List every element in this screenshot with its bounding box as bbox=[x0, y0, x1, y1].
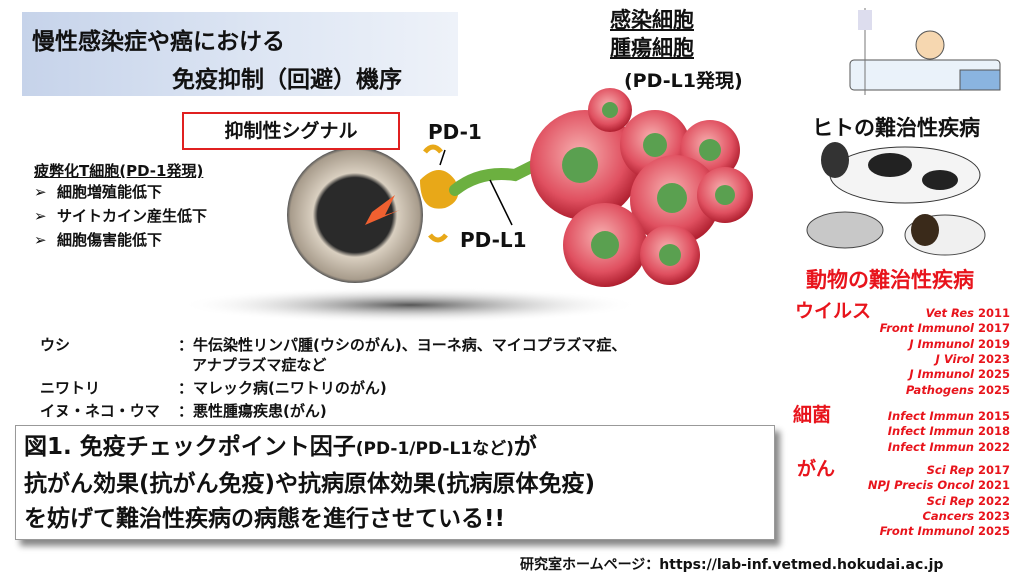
citation: J Virol 2023 bbox=[936, 352, 1010, 366]
conclusion-text: 図1. 免疫チェックポイント因子 bbox=[24, 434, 356, 460]
pdl1-label: PD-L1 bbox=[460, 228, 527, 252]
citation-year: 2025 bbox=[977, 367, 1010, 382]
animal-name: ニワトリ bbox=[40, 379, 101, 397]
journal-name: J Virol bbox=[935, 351, 974, 366]
citation-year: 2017 bbox=[977, 321, 1010, 336]
pdl1-ligand bbox=[449, 159, 541, 196]
citation-year: 2022 bbox=[977, 439, 1010, 454]
category-bacteria: 細菌 bbox=[793, 404, 832, 426]
infected-line-1: 感染細胞 bbox=[610, 8, 694, 32]
animal-disease: アナプラズマ症など bbox=[192, 356, 327, 374]
inhibitory-signal-label: 抑制性シグナル bbox=[182, 112, 400, 150]
citation: Sci Rep 2022 bbox=[927, 494, 1010, 508]
title-line-1: 慢性感染症や癌における bbox=[32, 29, 285, 55]
patient-in-bed-illustration bbox=[849, 8, 1001, 95]
category-cancer: がん bbox=[797, 458, 836, 480]
animal-disease-label: 動物の難治性疾病 bbox=[806, 268, 974, 292]
citation: Cancers 2023 bbox=[922, 509, 1010, 523]
journal-name: Front Immunol bbox=[879, 524, 974, 539]
citation-year: 2023 bbox=[977, 508, 1010, 523]
citation: Sci Rep 2017 bbox=[927, 463, 1010, 477]
animal-name: ウシ bbox=[40, 336, 71, 354]
shadow bbox=[180, 287, 640, 323]
citation-year: 2021 bbox=[977, 478, 1010, 493]
citation-year: 2015 bbox=[977, 409, 1010, 423]
journal-name: Infect Immun bbox=[887, 409, 974, 423]
conclusion-box: 図1. 免疫チェックポイント因子(PD-1/PD-L1など)が 抗がん効果(抗が… bbox=[15, 425, 775, 540]
journal-name: Front Immunol bbox=[879, 321, 974, 336]
arrow-bullet-icon: ➢ bbox=[34, 207, 47, 225]
citation: J Immunol 2019 bbox=[909, 337, 1010, 351]
citation-year: 2025 bbox=[977, 382, 1010, 397]
arrow-bullet-icon: ➢ bbox=[34, 183, 47, 201]
animal-disease: ：牛伝染性リンパ腫(ウシのがん)、ヨーネ病、マイコプラズマ症、 bbox=[178, 336, 627, 354]
bullet-item: ➢ 細胞増殖能低下 bbox=[34, 183, 163, 201]
journal-name: Infect Immun bbox=[887, 424, 974, 439]
category-virus: ウイルス bbox=[795, 300, 872, 322]
citation: NPJ Precis Oncol 2021 bbox=[868, 478, 1010, 492]
citation: Infect Immun 2015 bbox=[888, 409, 1010, 423]
conclusion-text: が bbox=[513, 434, 537, 460]
citation-year: 2017 bbox=[977, 463, 1010, 477]
human-disease-label: ヒトの難治性疾病 bbox=[812, 116, 980, 140]
citation: Front Immunol 2025 bbox=[880, 524, 1010, 538]
journal-name: J Immunol bbox=[909, 367, 974, 382]
journal-name: Pathogens bbox=[905, 382, 974, 397]
tumor-cell-cluster bbox=[530, 88, 753, 287]
journal-name: Vet Res bbox=[925, 306, 974, 320]
citation-year: 2023 bbox=[977, 351, 1010, 366]
infected-cell-label: 感染細胞 腫瘍細胞 bbox=[610, 6, 694, 62]
citation: Front Immunol 2017 bbox=[880, 321, 1010, 335]
citation-year: 2019 bbox=[977, 336, 1010, 351]
journal-name: Sci Rep bbox=[926, 493, 974, 508]
signal-spark-icon bbox=[365, 195, 400, 225]
journal-name: Cancers bbox=[922, 508, 974, 523]
conclusion-line-3: を妨げて難治性疾病の病態を進行させている!! bbox=[24, 506, 505, 532]
citation: Pathogens 2025 bbox=[906, 383, 1010, 397]
lab-homepage-link[interactable]: 研究室ホームページ：https://lab-inf.vetmed.hokudai… bbox=[520, 557, 944, 573]
journal-name: J Immunol bbox=[909, 336, 974, 351]
t-cell bbox=[287, 147, 423, 283]
dog-illustrations bbox=[806, 211, 986, 256]
citation-year: 2025 bbox=[977, 524, 1010, 539]
citation-year: 2018 bbox=[977, 424, 1010, 439]
journal-name: NPJ Precis Oncol bbox=[867, 478, 974, 493]
journal-name: Sci Rep bbox=[926, 463, 974, 477]
bullet-item: ➢ 細胞傷害能低下 bbox=[34, 231, 163, 249]
citation: Infect Immun 2018 bbox=[888, 424, 1010, 438]
exhausted-t-cell-heading: 疲弊化T細胞(PD-1発現) bbox=[34, 162, 204, 180]
citation: Infect Immun 2022 bbox=[888, 440, 1010, 454]
citation-year: 2011 bbox=[977, 306, 1010, 320]
animal-name: イヌ・ネコ・ウマ bbox=[40, 402, 160, 420]
cow-illustration bbox=[821, 142, 981, 204]
animal-disease: ：悪性腫瘍疾患(がん) bbox=[178, 402, 327, 420]
conclusion-line-2: 抗がん効果(抗がん免疫)や抗病原体効果(抗病原体免疫) bbox=[24, 471, 596, 497]
pd1-receptor bbox=[420, 170, 459, 209]
citation: J Immunol 2025 bbox=[909, 367, 1010, 381]
bullet-item: ➢ サイトカイン産生低下 bbox=[34, 207, 208, 225]
title-box: 慢性感染症や癌における 免疫抑制（回避）機序 bbox=[22, 12, 458, 96]
journal-name: Infect Immun bbox=[887, 439, 974, 454]
pdl1-expression-label: (PD-L1発現) bbox=[624, 70, 743, 92]
citation-year: 2022 bbox=[977, 493, 1010, 508]
title-line-2: 免疫抑制（回避）機序 bbox=[172, 67, 402, 93]
infected-line-2: 腫瘍細胞 bbox=[610, 36, 694, 60]
conclusion-text: (PD-1/PD-L1など) bbox=[355, 439, 514, 459]
pd1-label: PD-1 bbox=[428, 120, 482, 144]
animal-disease: ：マレック病(ニワトリのがん) bbox=[178, 379, 387, 397]
arrow-bullet-icon: ➢ bbox=[34, 231, 47, 249]
citation: Vet Res 2011 bbox=[926, 306, 1010, 320]
